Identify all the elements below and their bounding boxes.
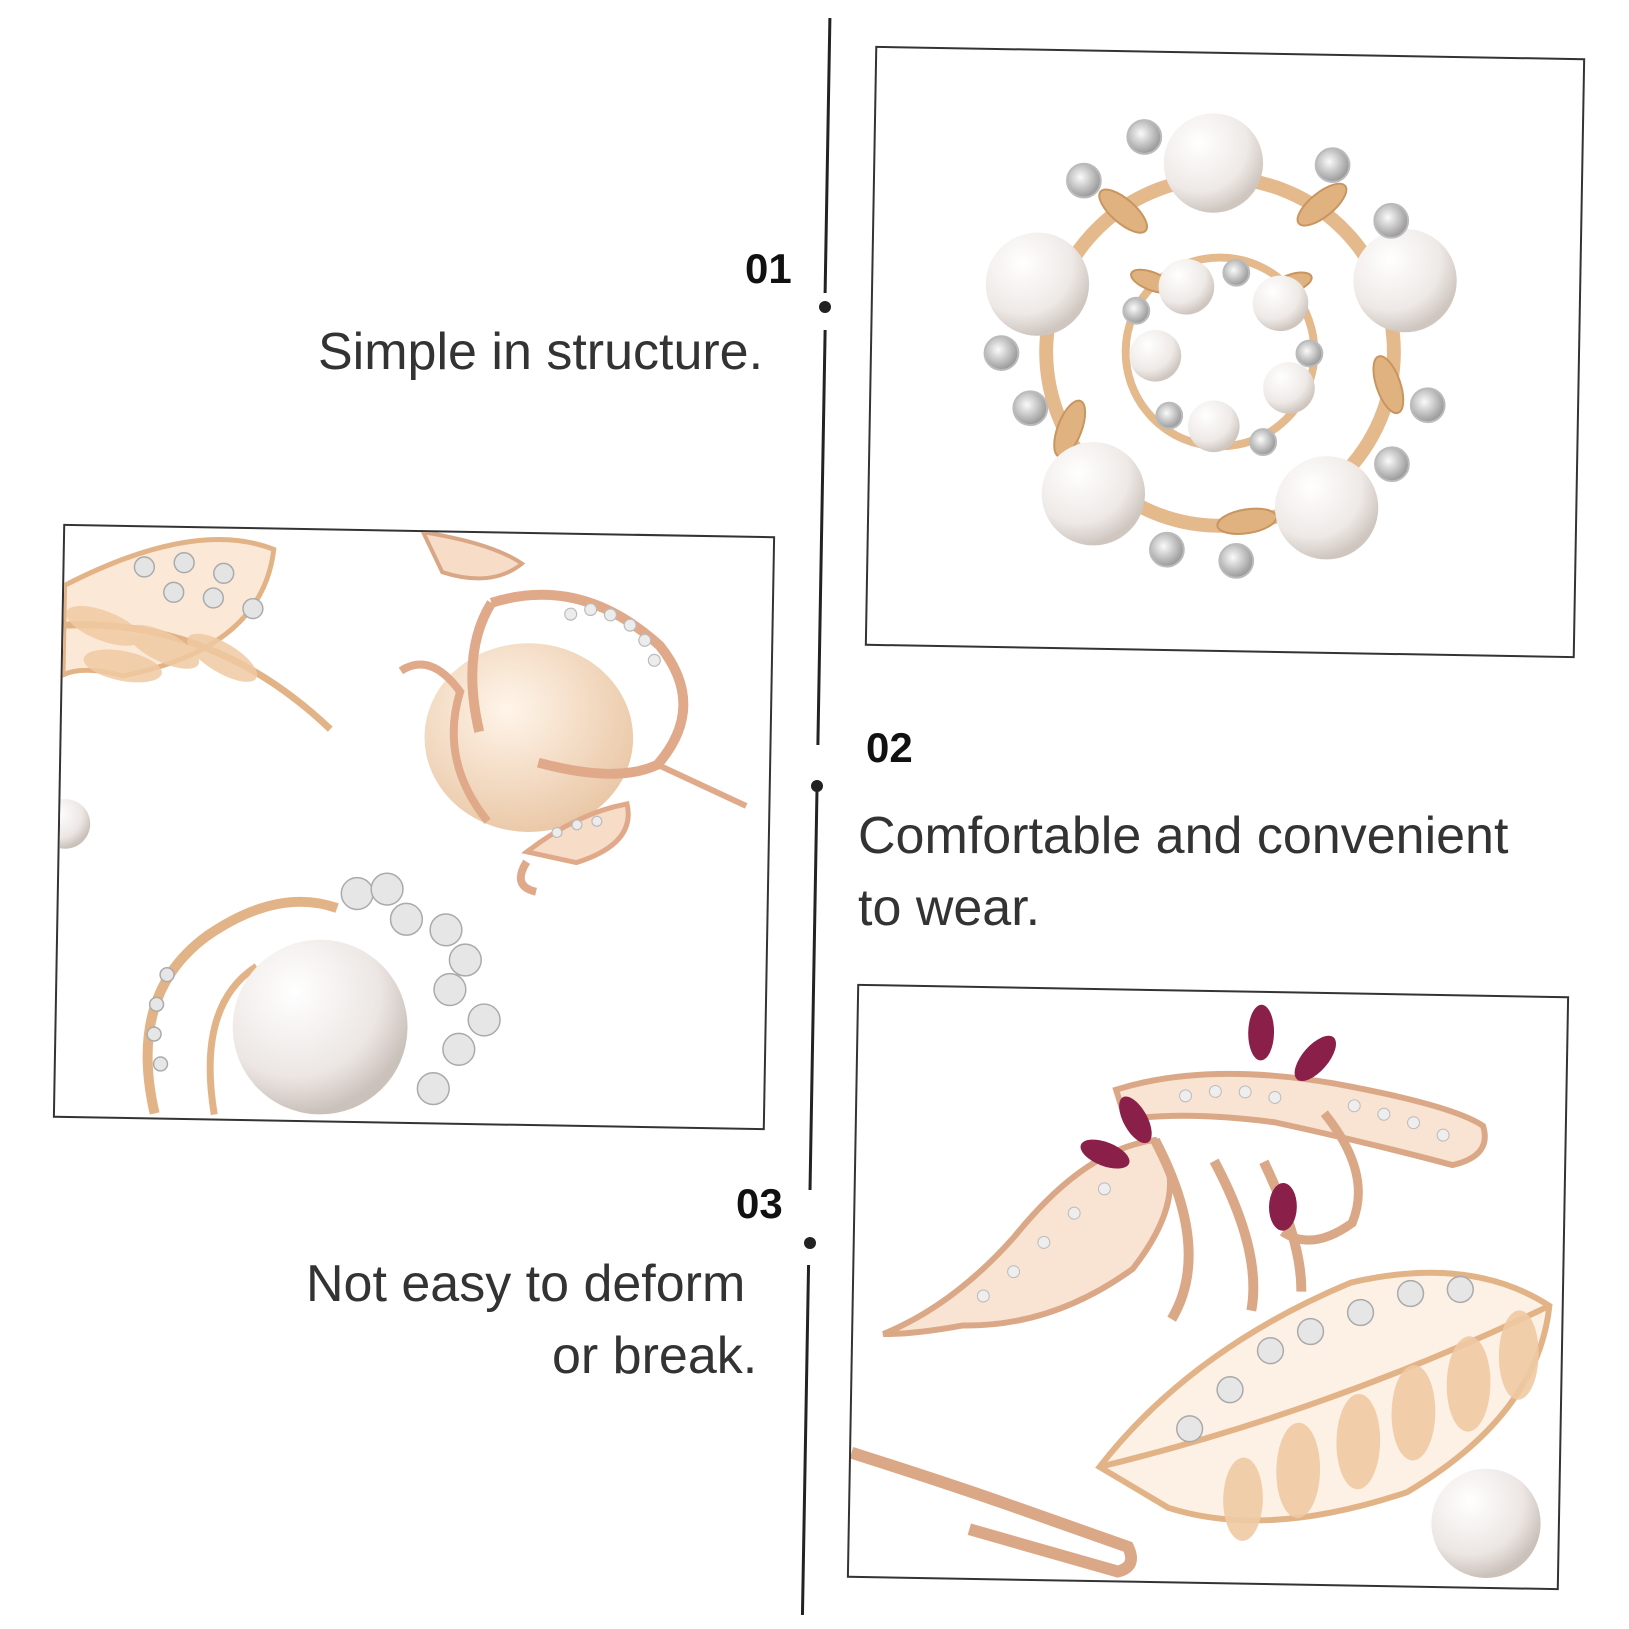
timeline-dot-1 — [819, 301, 831, 313]
divider-line-bottom — [800, 1265, 811, 1615]
feature-text-3-line1: Not easy to deform — [306, 1255, 746, 1313]
feature-text-3-line2: or break. — [552, 1327, 758, 1385]
pearl-wreath-brooch-image — [983, 113, 1457, 579]
photo-pearl-wreath-brooch — [864, 45, 1586, 659]
divider-line-top — [823, 17, 832, 294]
feature-text-2-line1: Comfortable and convenient — [858, 807, 1509, 865]
divider-line-upper — [816, 330, 827, 745]
timeline-dot-2 — [811, 780, 823, 792]
timeline-dot-3 — [804, 1237, 816, 1249]
feature-text-2-line2: to wear. — [858, 879, 1041, 937]
feature-number-2: 02 — [866, 724, 913, 771]
photo-leaf-brooches — [846, 983, 1570, 1591]
divider-line-middle — [808, 790, 819, 1190]
tulip-brooches-image — [54, 529, 748, 1116]
leaf-brooches-image — [849, 1004, 1553, 1578]
feature-number-1: 01 — [745, 245, 792, 292]
feature-number-3: 03 — [736, 1180, 783, 1227]
photo-tulip-brooches — [52, 523, 776, 1131]
feature-text-1: Simple in structure. — [318, 323, 764, 381]
